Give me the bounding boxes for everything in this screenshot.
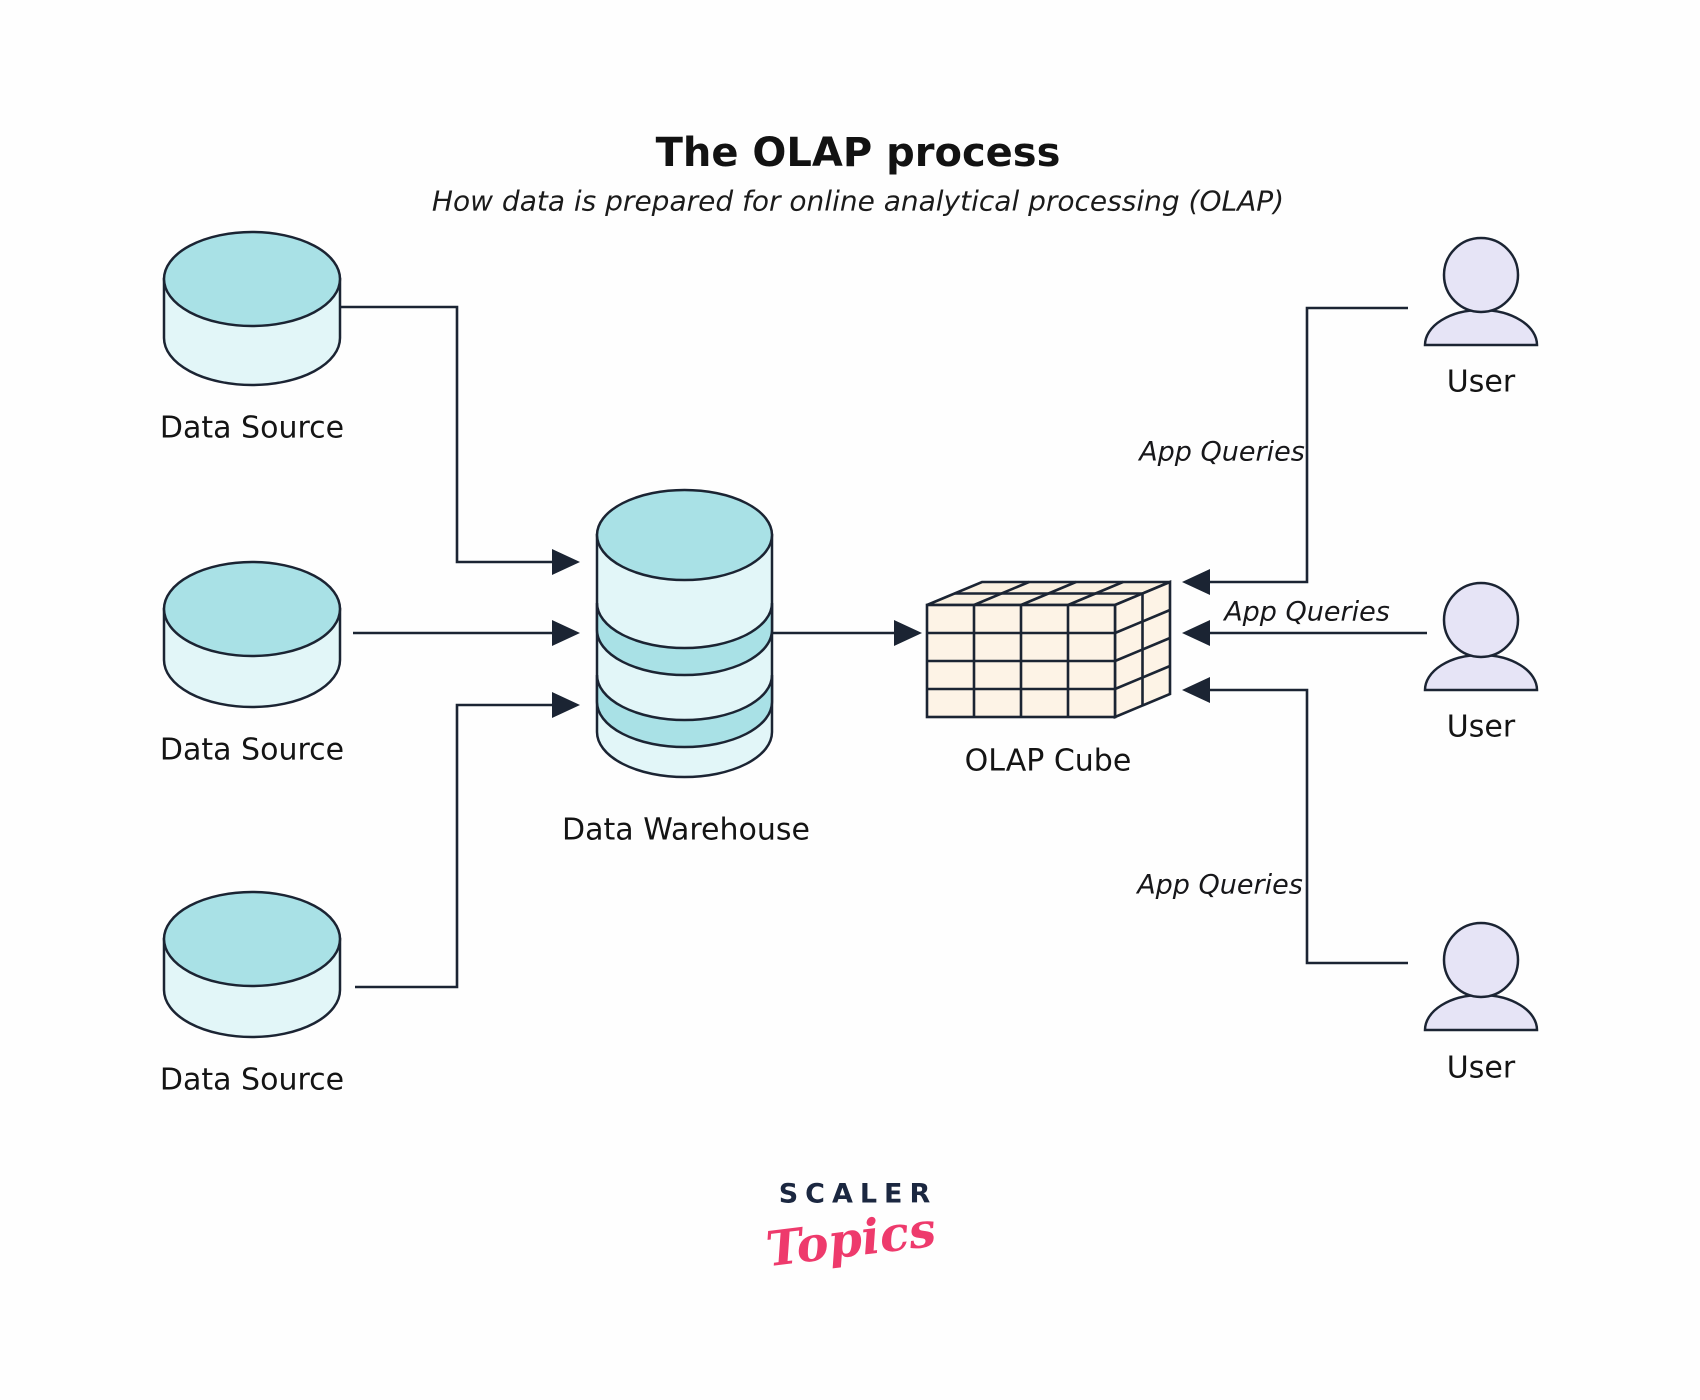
- data-source-2-label: Data Source: [159, 732, 345, 768]
- data-warehouse-label: Data Warehouse: [562, 812, 810, 848]
- data-source-cylinder-3: [162, 890, 342, 1039]
- user-3-label: User: [1446, 1050, 1516, 1086]
- olap-cube-label: OLAP Cube: [964, 743, 1132, 779]
- olap-cube-icon: [925, 580, 1172, 719]
- connector-user3-cube: [1182, 677, 1408, 965]
- arrowhead-left-icon: [1182, 620, 1210, 646]
- diagram-title: The OLAP process: [655, 130, 1061, 176]
- data-source-cylinder-2: [162, 560, 342, 709]
- user-1-label: User: [1446, 364, 1516, 400]
- data-source-3-label: Data Source: [159, 1062, 345, 1098]
- app-queries-label-3: App Queries: [1137, 869, 1303, 901]
- connector-ds3-warehouse: [355, 692, 580, 989]
- data-warehouse-cylinder: [595, 488, 774, 779]
- user-icon-3: [1423, 921, 1539, 1032]
- arrowhead-left-icon: [1182, 569, 1210, 595]
- connector-warehouse-cube: [773, 620, 922, 646]
- arrowhead-right-icon: [552, 620, 580, 646]
- app-queries-label-1: App Queries: [1139, 436, 1305, 468]
- user-icon-1: [1423, 236, 1539, 347]
- arrowhead-right-icon: [552, 692, 580, 718]
- scaler-logo-brand: SCALER: [778, 1178, 938, 1210]
- connector-user1-cube: [1182, 306, 1408, 595]
- connector-user2-cube: [1182, 620, 1427, 646]
- app-queries-label-2: App Queries: [1224, 596, 1390, 628]
- data-source-cylinder-1: [162, 230, 342, 387]
- diagram-subtitle: How data is prepared for online analytic…: [431, 184, 1285, 218]
- arrowhead-right-icon: [894, 620, 922, 646]
- arrowhead-right-icon: [552, 549, 580, 575]
- connector-ds1-warehouse: [340, 305, 580, 575]
- connector-ds2-warehouse: [353, 620, 580, 646]
- user-2-label: User: [1446, 709, 1516, 745]
- data-source-1-label: Data Source: [159, 410, 345, 446]
- arrowhead-left-icon: [1182, 677, 1210, 703]
- user-icon-2: [1423, 581, 1539, 692]
